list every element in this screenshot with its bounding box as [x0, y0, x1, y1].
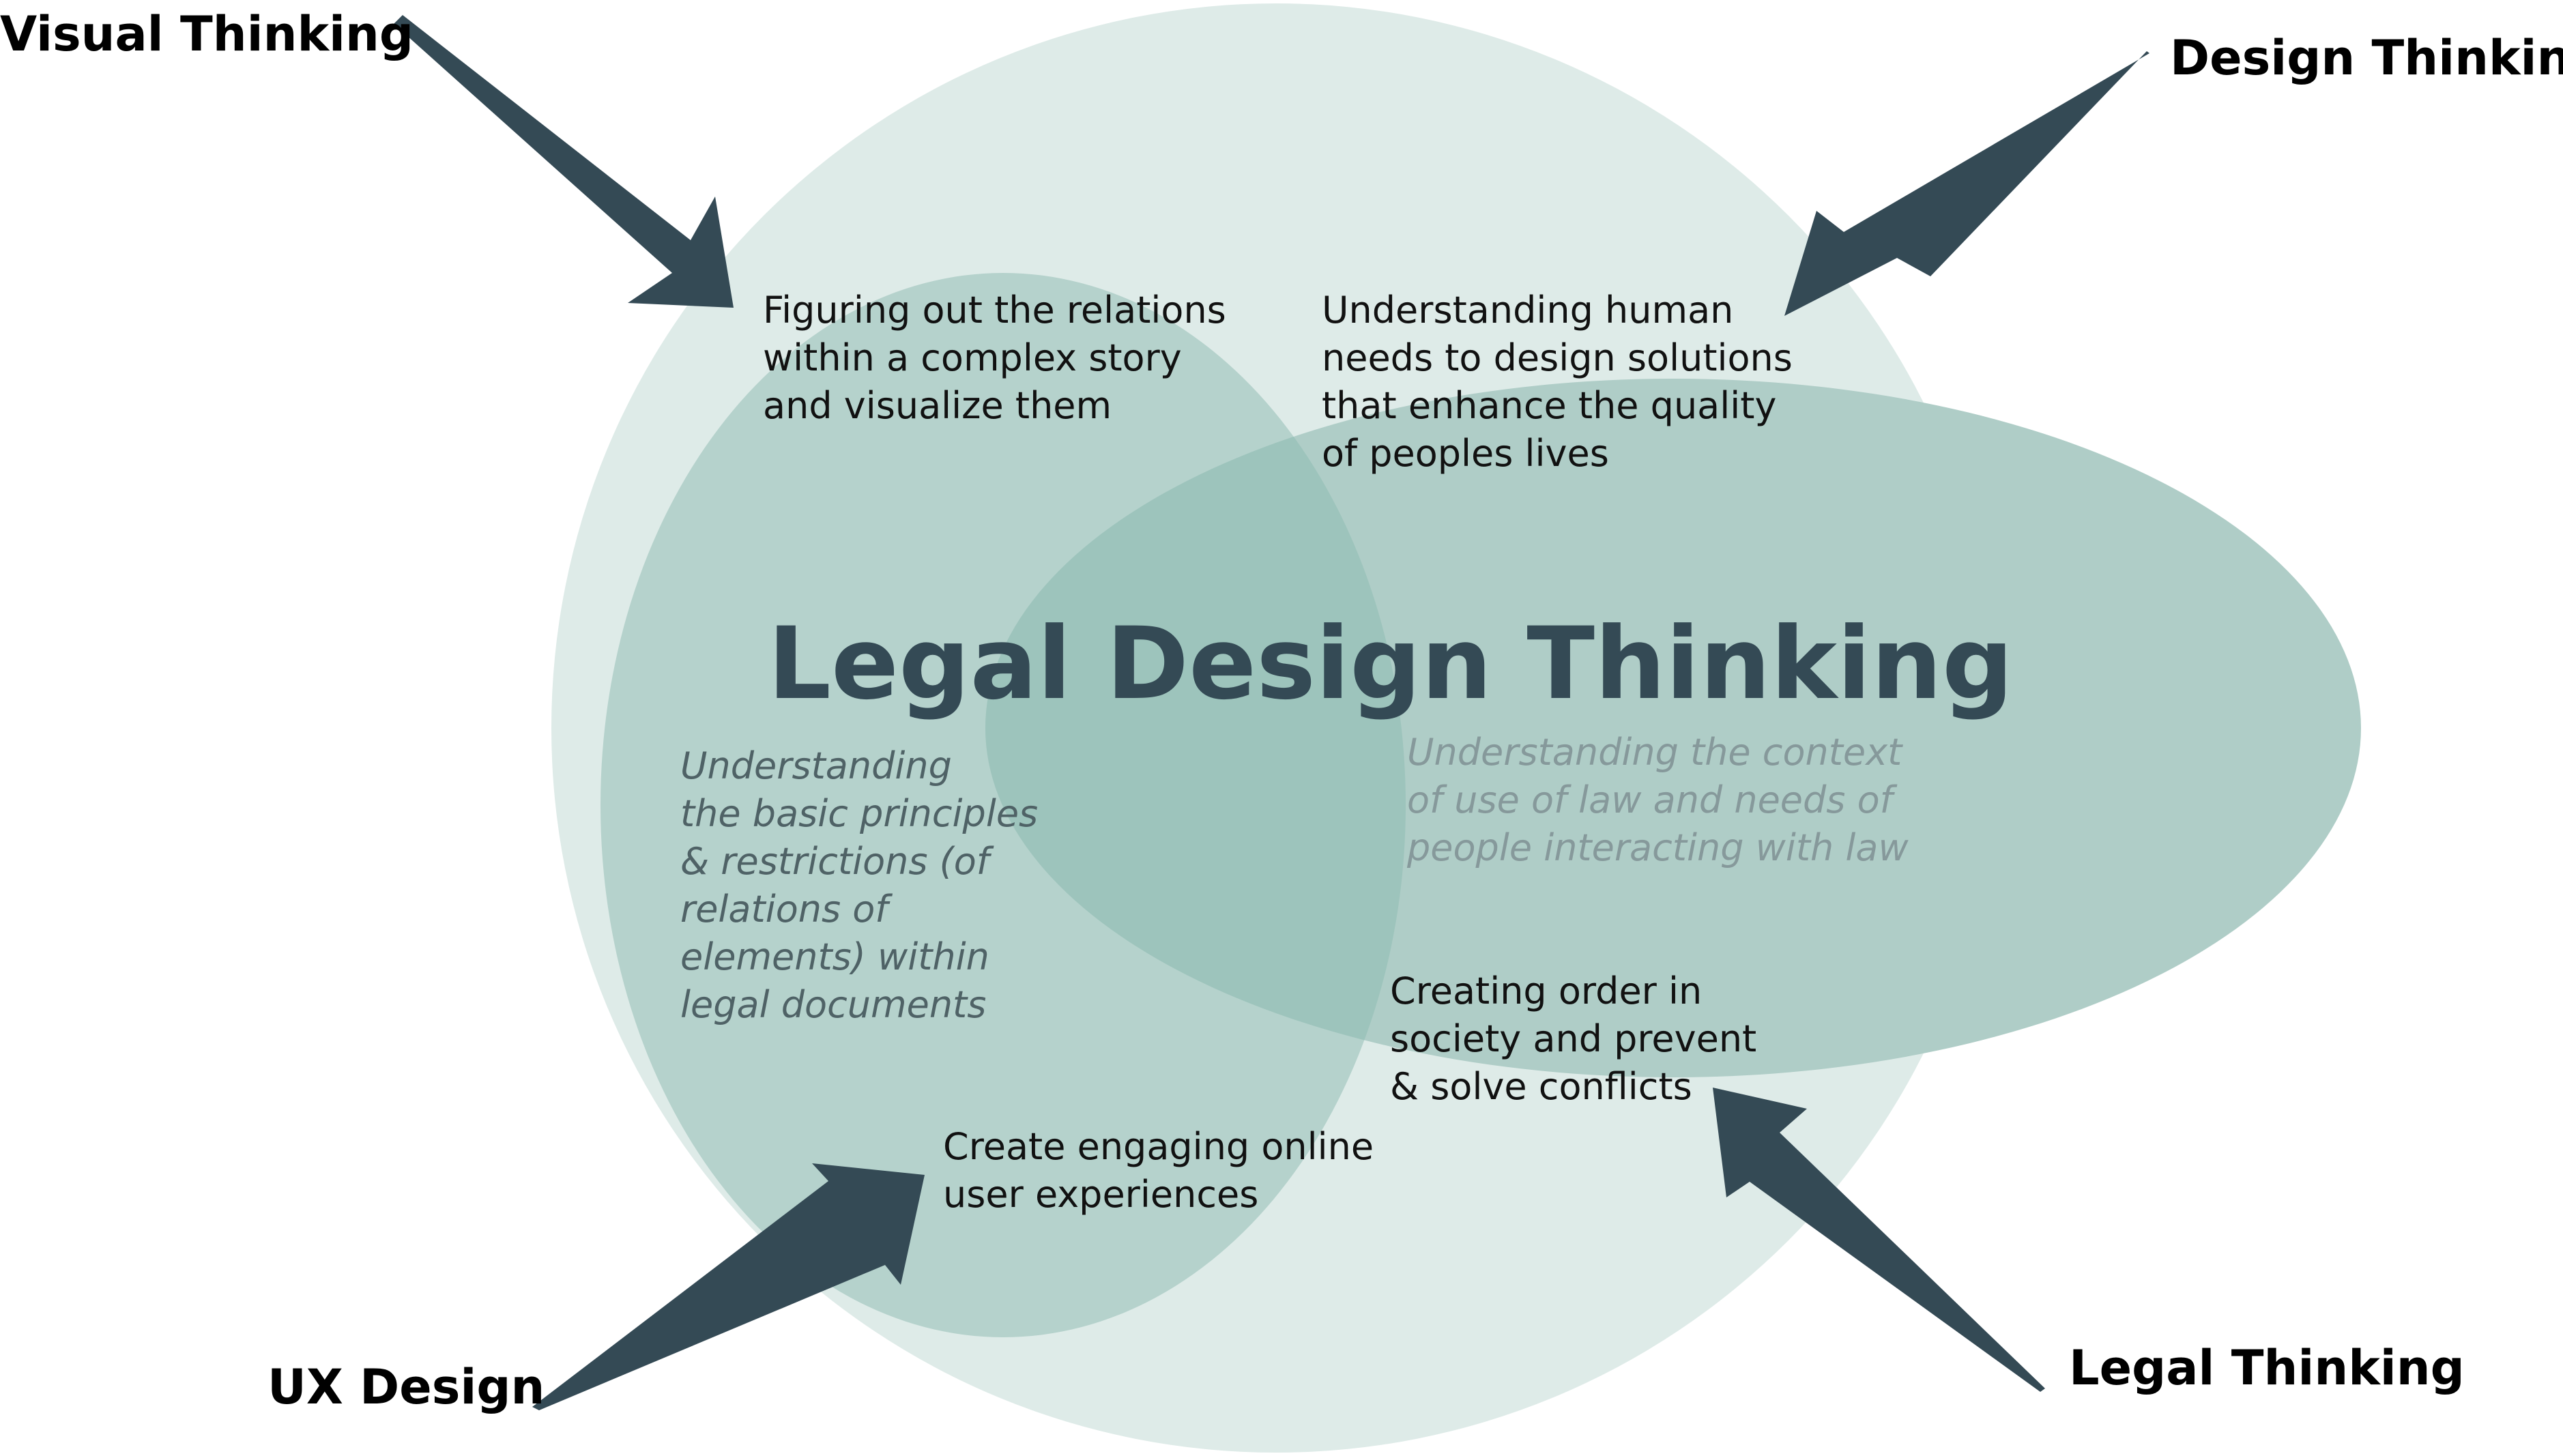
diagram-title: Legal Design Thinking — [768, 606, 2014, 722]
ux-design-arrow — [532, 1163, 925, 1410]
visual-thinking-description: Figuring out the relations within a comp… — [763, 289, 1226, 427]
legal-context-description: Understanding the context of use of law … — [1407, 731, 1909, 869]
ux-design-label: UX Design — [267, 1359, 545, 1415]
legal-thinking-description: Creating order in society and prevent & … — [1390, 970, 1757, 1108]
ux-design-description: Create engaging online user experiences — [943, 1125, 1374, 1216]
visual-thinking-label: Visual Thinking — [0, 6, 414, 62]
design-thinking-arrow — [1784, 51, 2149, 316]
legal-thinking-label: Legal Thinking — [2069, 1340, 2465, 1396]
ux-principles-description: Understanding the basic principles & res… — [680, 744, 1039, 1026]
design-thinking-description: Understanding human needs to design solu… — [1322, 289, 1793, 475]
legal-thinking-arrow — [1713, 1088, 2045, 1392]
overlap-region — [985, 379, 1406, 1077]
design-thinking-label: Design Thinking — [2170, 30, 2563, 86]
visual-thinking-arrow — [394, 15, 734, 308]
